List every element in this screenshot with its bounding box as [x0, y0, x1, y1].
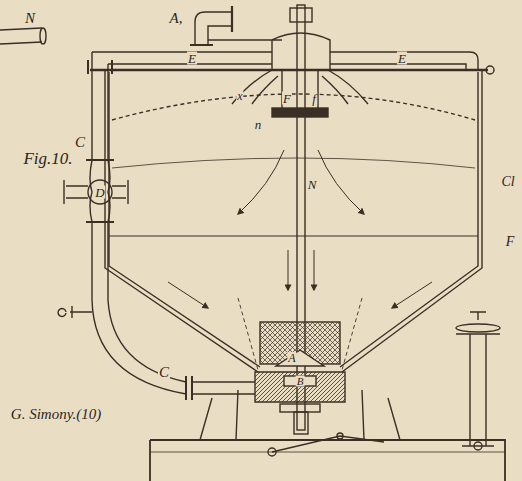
- part-label: f: [311, 92, 317, 105]
- part-label: C: [74, 135, 86, 150]
- part-label: n: [254, 118, 263, 131]
- part-label: F: [505, 235, 516, 249]
- part-label: D: [94, 186, 105, 199]
- part-label: B: [296, 376, 305, 387]
- part-label: Fig.10.: [22, 150, 73, 167]
- part-label: E: [397, 52, 407, 65]
- part-label: E: [187, 52, 197, 65]
- part-label: N: [307, 178, 318, 191]
- part-label: G. Simony.(10): [10, 407, 102, 422]
- part-label: x: [236, 90, 243, 102]
- part-label: F: [282, 92, 292, 105]
- part-label: Cl: [500, 175, 515, 189]
- part-label: A,: [169, 11, 184, 26]
- part-label: A: [287, 352, 296, 364]
- part-label: C: [158, 365, 170, 380]
- part-label: N: [24, 11, 36, 26]
